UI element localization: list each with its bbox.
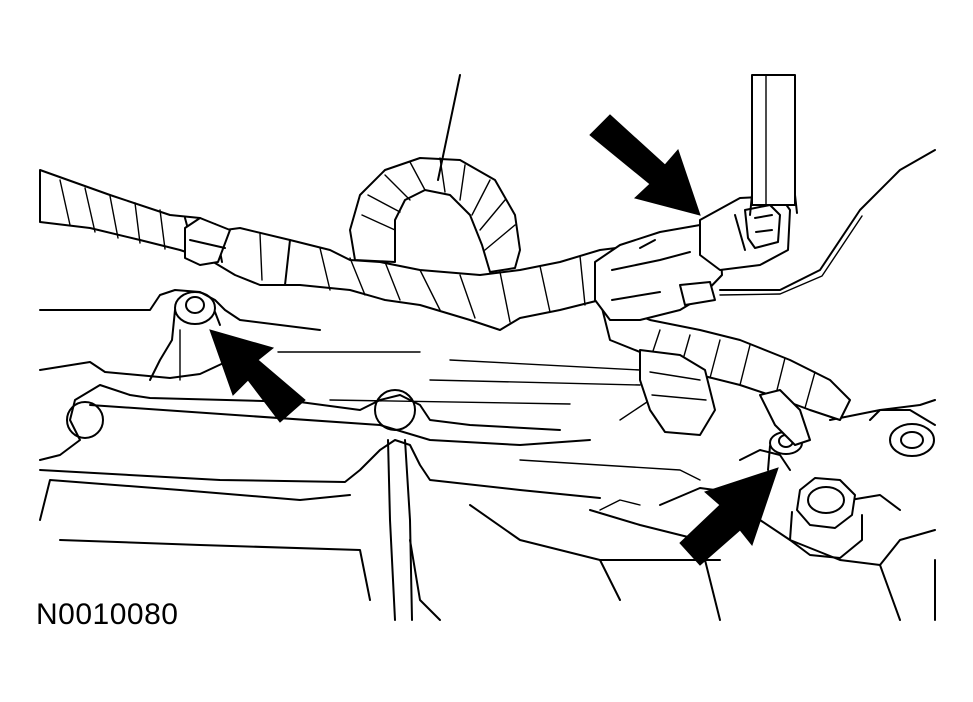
wiring-harness — [39, 157, 851, 446]
hex-bolt — [789, 477, 863, 559]
figure-code-label: N0010080 — [36, 598, 179, 631]
leader-line — [437, 74, 461, 181]
vertical-tube — [749, 74, 798, 216]
right-case-boss — [869, 409, 936, 457]
arrow-left-stud — [209, 329, 306, 423]
transmission-case — [39, 289, 936, 621]
thin-wire — [719, 149, 936, 291]
arrow-right-stud — [679, 467, 779, 566]
arrow-connector — [589, 114, 701, 216]
harness-connector — [594, 195, 791, 321]
left-stud-boss — [149, 291, 221, 381]
